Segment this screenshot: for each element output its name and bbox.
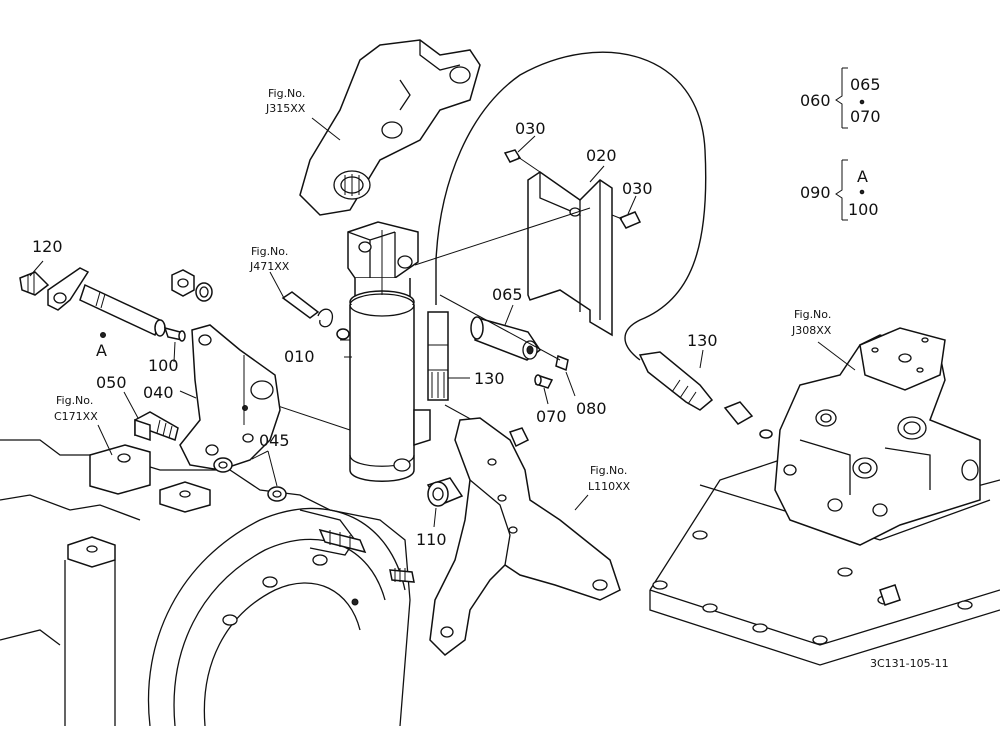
callout-100: 100 bbox=[148, 356, 179, 375]
callout-110: 110 bbox=[416, 530, 447, 549]
legend-a: A bbox=[857, 167, 868, 186]
tube-065 bbox=[470, 316, 542, 361]
callout-080: 080 bbox=[576, 399, 607, 418]
callout-030-b: 030 bbox=[622, 179, 653, 198]
fig-j471-line2: J471XX bbox=[249, 260, 290, 273]
callout-130-a: 130 bbox=[474, 369, 505, 388]
legend-100: 100 bbox=[848, 200, 879, 219]
fitting-080 bbox=[555, 354, 569, 372]
callout-040: 040 bbox=[143, 383, 174, 402]
lift-rod-l110 bbox=[429, 417, 621, 656]
callout-labels: 010 020 030 030 040 045 050 065 070 080 … bbox=[32, 119, 718, 549]
legend-070: 070 bbox=[850, 107, 881, 126]
transmission-housing bbox=[0, 439, 415, 727]
callout-010: 010 bbox=[284, 347, 315, 366]
fig-c171-line2: C171XX bbox=[54, 410, 98, 423]
hydraulic-cylinder bbox=[340, 221, 431, 482]
pin-120 bbox=[19, 267, 166, 338]
callout-120: 120 bbox=[32, 237, 63, 256]
fig-j315-line1: Fig.No. bbox=[268, 87, 305, 100]
bolt-030-b bbox=[611, 211, 642, 229]
fitting-070 bbox=[534, 374, 554, 389]
marker-a: A bbox=[96, 341, 107, 360]
callout-050: 050 bbox=[96, 373, 127, 392]
figure-references: Fig.No. J315XX Fig.No. J471XX Fig.No. C1… bbox=[54, 87, 832, 493]
callout-020: 020 bbox=[586, 146, 617, 165]
link-plate-040 bbox=[179, 324, 281, 471]
legend-060: 060 bbox=[800, 91, 831, 110]
legend-braces bbox=[835, 67, 865, 221]
fig-j308-line1: Fig.No. bbox=[794, 308, 831, 321]
fig-l110-line2: L110XX bbox=[588, 480, 631, 493]
leader-lines bbox=[29, 117, 856, 528]
callout-030-a: 030 bbox=[515, 119, 546, 138]
hose-fitting-right bbox=[638, 351, 773, 439]
bushing-110 bbox=[426, 477, 464, 507]
fig-j308-line2: J308XX bbox=[791, 324, 832, 337]
bracket-020 bbox=[527, 171, 613, 337]
control-valve bbox=[774, 327, 981, 606]
legend: 060 065 070 090 A 100 bbox=[800, 75, 881, 219]
bolt-050 bbox=[134, 411, 179, 442]
diagram-id: 3C131-105-11 bbox=[870, 657, 949, 670]
fig-j315-line2: J315XX bbox=[265, 102, 306, 115]
lift-arm bbox=[299, 39, 481, 216]
callout-065: 065 bbox=[492, 285, 523, 304]
hydraulic-hose bbox=[435, 51, 707, 361]
washers-045 bbox=[213, 457, 287, 502]
legend-065: 065 bbox=[850, 75, 881, 94]
fig-c171-line1: Fig.No. bbox=[56, 394, 93, 407]
legend-090: 090 bbox=[800, 183, 831, 202]
callout-130-b: 130 bbox=[687, 331, 718, 350]
bolt-030-a bbox=[503, 149, 541, 173]
fig-j471-line1: Fig.No. bbox=[251, 245, 288, 258]
nut-washer bbox=[171, 269, 213, 302]
callout-045: 045 bbox=[259, 431, 290, 450]
pin-clip bbox=[281, 291, 350, 340]
fig-l110-line1: Fig.No. bbox=[590, 464, 627, 477]
grease-fitting-100 bbox=[163, 326, 186, 342]
hose-fitting-left bbox=[427, 311, 449, 401]
callout-070: 070 bbox=[536, 407, 567, 426]
